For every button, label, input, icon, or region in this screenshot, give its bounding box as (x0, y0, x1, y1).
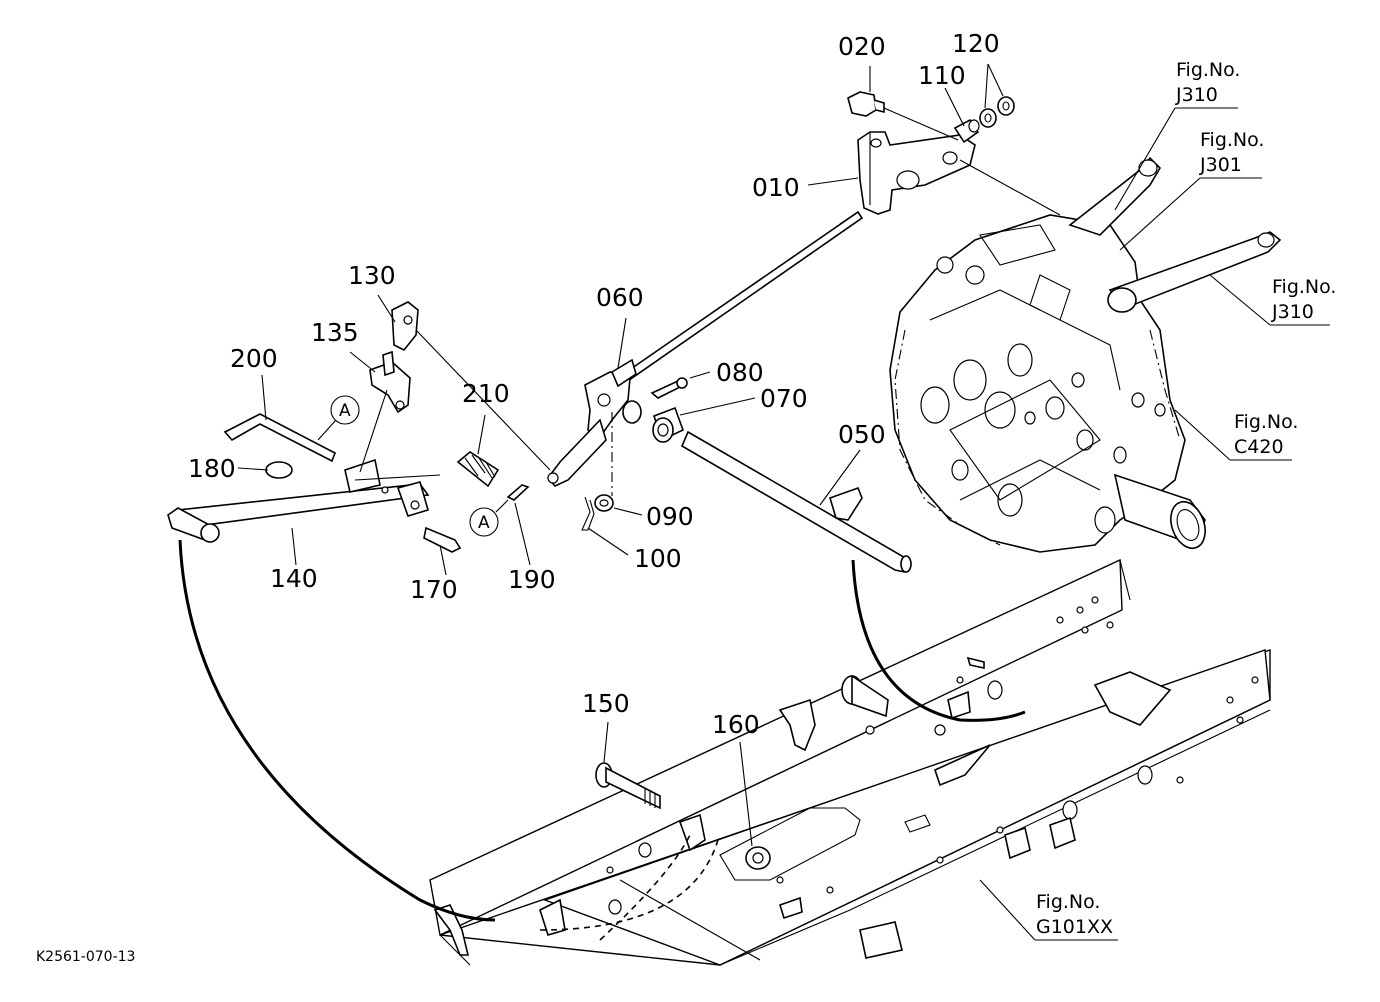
part-label-100: 100 (634, 544, 682, 573)
part-label-120: 120 (952, 29, 1000, 58)
reference-markers: A A (339, 401, 490, 533)
marker-a-lower: A (478, 513, 490, 533)
part-label-170: 170 (410, 575, 458, 604)
part-label-050: 050 (838, 420, 886, 449)
part-label-070: 070 (760, 384, 808, 413)
fig-ref-j301-label: Fig.No. (1200, 129, 1264, 151)
part-label-130: 130 (348, 261, 396, 290)
part-label-060: 060 (596, 283, 644, 312)
fig-ref-j301-code: J301 (1199, 154, 1242, 176)
part-label-190: 190 (508, 565, 556, 594)
fig-ref-j310-right-label: Fig.No. (1272, 276, 1336, 298)
part-number-labels: 020 120 110 010 130 135 200 060 080 070 … (188, 29, 1000, 739)
chassis-frame (429, 558, 1271, 966)
part-label-160: 160 (712, 710, 760, 739)
marker-a-upper: A (339, 401, 351, 421)
part-label-135: 135 (311, 318, 359, 347)
part-label-090: 090 (646, 502, 694, 531)
fig-ref-g101xx-code: G101XX (1036, 916, 1113, 938)
part-label-010: 010 (752, 173, 800, 202)
part-label-210: 210 (462, 379, 510, 408)
fig-ref-j310-top-label: Fig.No. (1176, 59, 1240, 81)
part-label-180: 180 (188, 454, 236, 483)
lift-arm-link-group (847, 91, 1061, 216)
fig-ref-j310-right-code: J310 (1271, 301, 1314, 323)
pedal-lever-group (167, 301, 551, 553)
part-label-020: 020 (838, 32, 886, 61)
link-rod-and-shaft-group (546, 210, 912, 573)
part-label-150: 150 (582, 689, 630, 718)
part-label-140: 140 (270, 564, 318, 593)
part-label-200: 200 (230, 344, 278, 373)
fig-ref-g101xx-label: Fig.No. (1036, 891, 1100, 913)
assembly-arrows (178, 539, 1026, 941)
figure-references: Fig.No. J310 Fig.No. J301 Fig.No. J310 F… (1036, 59, 1336, 938)
leader-lines (237, 63, 1330, 941)
part-label-080: 080 (716, 358, 764, 387)
part-label-110: 110 (918, 61, 966, 90)
transmission-housing (889, 156, 1282, 553)
fig-ref-c420-label: Fig.No. (1234, 411, 1298, 433)
drawing-code: K2561-070-13 (36, 949, 135, 965)
fig-ref-c420-code: C420 (1234, 436, 1284, 458)
fig-ref-j310-top-code: J310 (1175, 84, 1218, 106)
